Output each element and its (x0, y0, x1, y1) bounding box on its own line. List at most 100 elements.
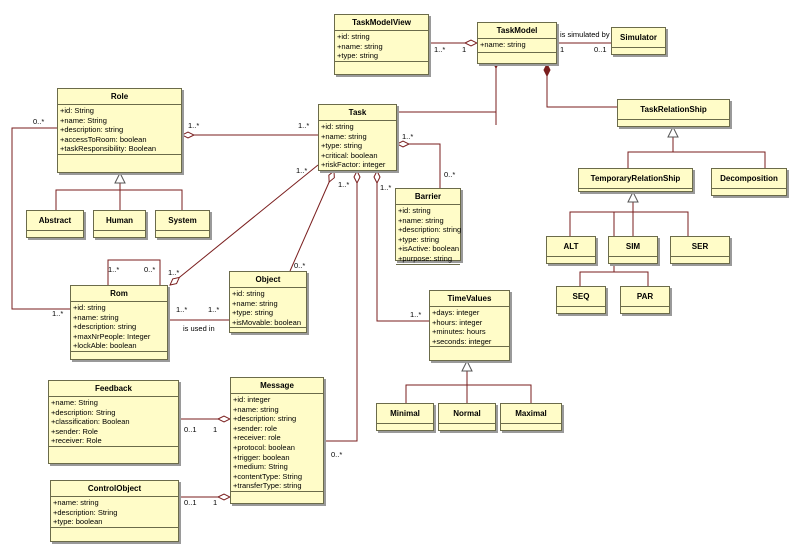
attr: +id: string (337, 32, 370, 41)
mult-task-barrier-1star: 1..* (402, 132, 413, 141)
class-task: Task +id: string +name: string +type: st… (318, 104, 397, 171)
class-name: Maximal (501, 404, 561, 424)
mult-object-rom-1star: 1..* (208, 305, 219, 314)
gen-temprel-tree-bottom (579, 271, 649, 286)
attr: +name: string (480, 40, 526, 49)
class-ser: SER (670, 236, 730, 264)
class-name: Minimal (377, 404, 433, 424)
gen-timevalues-tree (405, 384, 532, 403)
attr: +maxNrPeople: Integer (73, 331, 151, 341)
mult-message-fb-1: 1 (213, 425, 217, 434)
attr: +receiver: role (233, 433, 281, 443)
label-is-simulated-by: is simulated by (560, 30, 610, 39)
attr: +id: string (321, 122, 354, 131)
assoc-role-rom (11, 127, 70, 310)
mult-tmv-1star: 1..* (434, 45, 445, 54)
class-attributes: +id: string +name: string +description: … (396, 205, 461, 265)
attr: +description: string (60, 125, 124, 135)
mult-tm-sim-1: 1 (560, 45, 564, 54)
class-sim: SIM (608, 236, 658, 264)
gen-role-tree (55, 189, 183, 210)
class-attributes: +name: String +description: String +clas… (49, 397, 178, 447)
class-name: Barrier (396, 189, 460, 205)
attr: +critical: boolean (321, 150, 378, 160)
mult-role-1star: 1..* (188, 121, 199, 130)
mult-rom-self-1star: 1..* (108, 265, 119, 274)
attr: +sender: role (233, 423, 277, 433)
mult-message-co-1: 1 (213, 498, 217, 507)
attr: +name: string (233, 404, 279, 414)
assoc-barrier-task (397, 144, 441, 188)
class-name: SIM (609, 237, 657, 257)
class-name: TaskModel (478, 23, 556, 39)
class-name: SEQ (557, 287, 605, 307)
class-name: Normal (439, 404, 495, 424)
attr: +id: string (232, 289, 265, 298)
mult-task-object-1star: 1..* (338, 180, 349, 189)
class-attributes: +name: string (478, 39, 556, 53)
class-name: Rom (71, 286, 167, 302)
attr: +type: boolean (53, 517, 103, 527)
class-minimal: Minimal (376, 403, 434, 431)
gen-temprel-tree-top (569, 211, 689, 236)
attr: +minutes: hours (432, 327, 486, 337)
class-object: Object +id: string +name: string +type: … (229, 271, 307, 333)
class-abstract: Abstract (26, 210, 84, 238)
mult-feedback-01: 0..1 (184, 425, 197, 434)
class-message: Message +id: integer +name: string +desc… (230, 377, 324, 504)
attr: +trigger: boolean (233, 452, 290, 462)
class-name: SER (671, 237, 729, 257)
attr: +name: String (60, 115, 107, 125)
class-decomposition: Decomposition (711, 168, 787, 196)
mult-task-rom-1star: 1..* (296, 166, 307, 175)
attr: +days: integer (432, 308, 480, 317)
mult-rom-role-1star: 1..* (52, 309, 63, 318)
attr: +riskFactor: integer (321, 160, 386, 170)
class-attributes: +days: integer +hours: integer +minutes:… (430, 307, 509, 348)
mult-control-01: 0..1 (184, 498, 197, 507)
attr: +description: String (51, 407, 116, 417)
class-normal: Normal (438, 403, 496, 431)
attr: +id: integer (233, 395, 271, 404)
class-name: Human (94, 211, 145, 231)
attr: +name: string (73, 312, 119, 322)
class-name: Message (231, 378, 323, 394)
mult-role-rom-0star: 0..* (33, 117, 44, 126)
mult-timevalues-1star: 1..* (410, 310, 421, 319)
class-feedback: Feedback +name: String +description: Str… (48, 380, 179, 464)
attr: +lockAble: boolean (73, 341, 137, 351)
class-temporaryrelationship: TemporaryRelationShip (578, 168, 693, 192)
class-attributes: +id: string +name: string +type: string … (230, 288, 306, 329)
class-name: PAR (621, 287, 669, 307)
class-name: TaskRelationShip (618, 100, 729, 120)
mult-task-role-1star: 1..* (298, 121, 309, 130)
class-taskmodel: TaskModel +name: string (477, 22, 557, 64)
assoc-task-rom (170, 164, 319, 285)
class-name: ControlObject (51, 481, 178, 497)
task-to-taskmodel-line (396, 102, 497, 113)
class-name: Decomposition (712, 169, 786, 189)
attr: +sender: Role (51, 426, 98, 436)
attr: +description: String (53, 507, 118, 517)
class-rom: Rom +id: string +name: string +descripti… (70, 285, 168, 360)
attr: +id: string (73, 303, 106, 312)
mult-message-task-0star: 0..* (331, 450, 342, 459)
class-maximal: Maximal (500, 403, 562, 431)
class-attributes: +id: String +name: String +description: … (58, 105, 181, 155)
mult-task-time-1star: 1..* (380, 183, 391, 192)
mult-object-0star: 0..* (294, 261, 305, 270)
attr: +type: string (398, 234, 440, 244)
attr: +classification: Boolean (51, 417, 130, 427)
mult-tm-1: 1 (462, 45, 466, 54)
class-name: TaskModelView (335, 15, 428, 31)
class-alt: ALT (546, 236, 596, 264)
class-simulator: Simulator (611, 27, 666, 55)
mult-barrier-0star: 0..* (444, 170, 455, 179)
attr: +description: string (233, 414, 297, 424)
class-name: System (156, 211, 209, 231)
attr: +name: string (337, 41, 383, 51)
class-taskmodelview: TaskModelView +id: string +name: string … (334, 14, 429, 75)
mult-sim-01: 0..1 (594, 45, 607, 54)
class-name: Abstract (27, 211, 83, 231)
attr: +type: string (232, 308, 274, 318)
